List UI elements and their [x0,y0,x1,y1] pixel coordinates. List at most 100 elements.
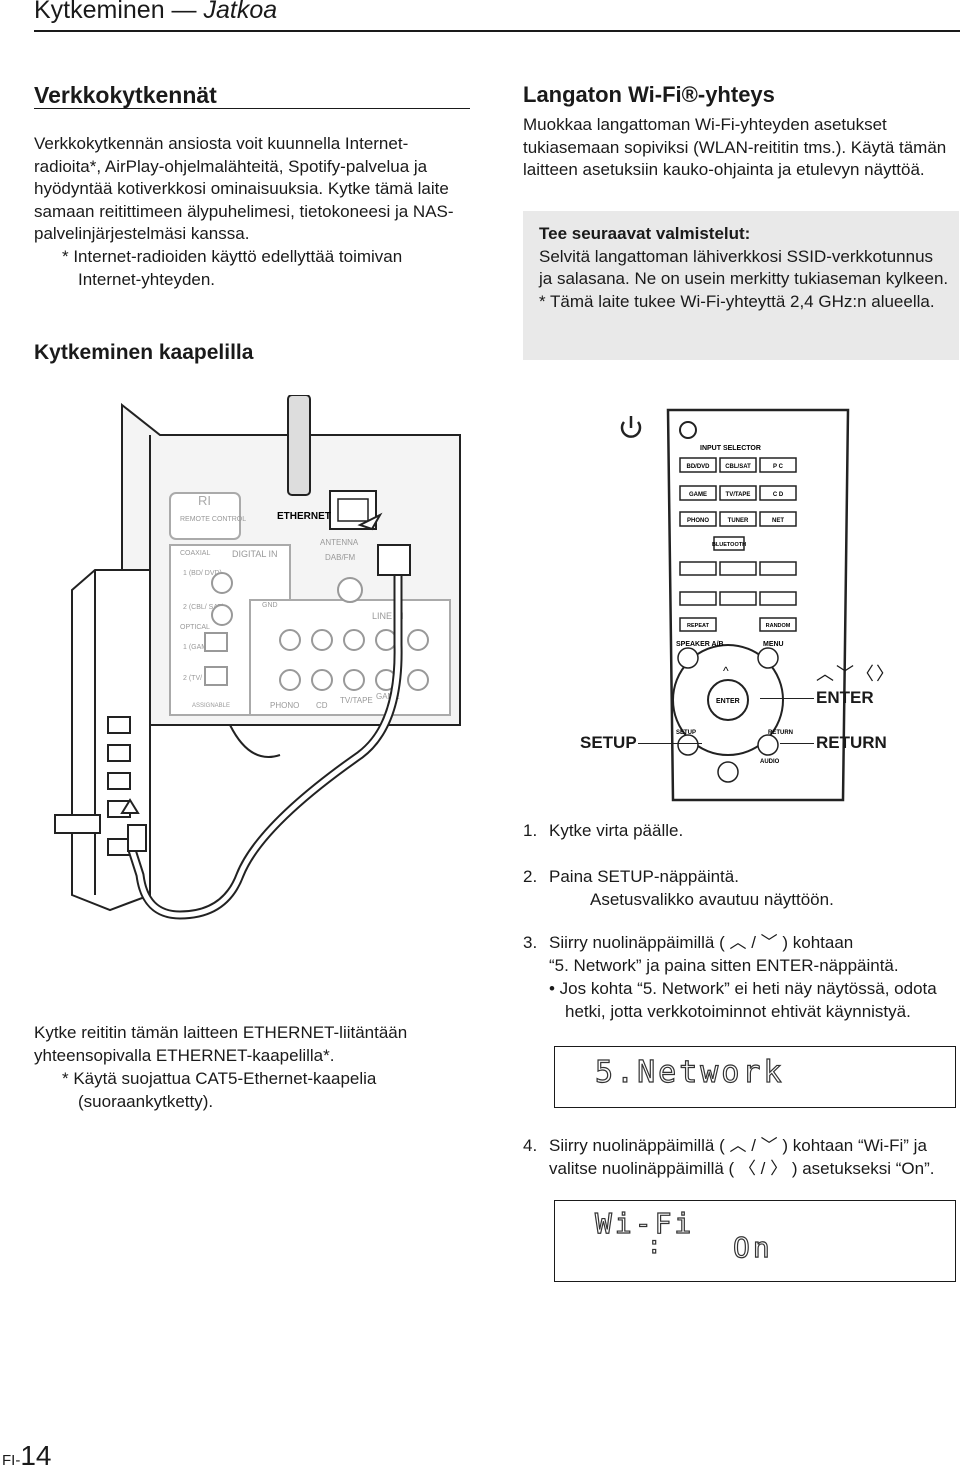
lcd-wifi-value: On [732,1230,773,1264]
return-leader-line [780,743,814,744]
arrow-keys-icon: ︿﹀〈〉 [816,664,896,684]
setup-callout: SETUP [580,733,637,752]
section-rule [34,108,470,109]
transport-button[interactable] [679,591,717,606]
phono-label: PHONO [270,701,299,710]
coaxial-label: COAXIAL [180,550,210,557]
tvtape-label: TV/TAPE [340,696,373,705]
remote-button-label: TV/TAPE [726,492,751,498]
cable-plug [127,544,411,852]
rca-jacks [204,572,429,691]
remote-button-label: CBL/SAT [725,464,751,470]
remote-button-bluetooth[interactable] [713,536,745,551]
remote-button-cblsat[interactable] [719,457,757,473]
setup-small-label: SETUP [676,730,696,736]
preparation-text: Selvitä langattoman lähiverkkosi SSID-ve… [539,246,949,289]
remote-button-label: C D [773,492,784,498]
network-intro: Verkkokytkennän ansiosta voit kuunnella … [34,134,454,243]
step-2-detail: Asetusvalikko avautuu näyttöön. [590,890,834,909]
antenna [287,395,311,496]
assignable-label: ASSIGNABLE [192,703,230,709]
network-note: * Internet-radioiden käyttö edellyttää t… [62,247,403,289]
bddvd-input-label: 1 (BD/ DVD) [183,570,222,577]
lcd-network-text: 5.Network [594,1054,785,1090]
section-heading-wifi: Langaton Wi-Fi®-yhteys [523,82,775,107]
enter-leader-line [760,698,814,699]
antenna-label: ANTENNA [320,538,359,547]
remote-button-random[interactable] [759,617,797,632]
enter-button-label: ENTER [716,698,740,705]
step-4: 4.Siirry nuolinäppäimillä ( ︿ / ﹀ ) koht… [523,1136,927,1155]
remote-button-tuner[interactable] [719,511,757,527]
cable-caption-note: * Käytä suojattua CAT5-Ethernet-kaapelia… [62,1069,377,1111]
power-icon [620,416,642,438]
lcd-network: 5.Network [554,1046,956,1108]
speaker-label: SPEAKER A/B [676,641,724,648]
game-label: GAME [376,692,400,701]
optical-label: OPTICAL [180,624,210,631]
setup-leader-line [638,743,702,744]
remote-button-bddvd[interactable] [679,457,717,473]
step-1: 1.Kytke virta päälle. [523,821,684,840]
preparation-note: * Tämä laite tukee Wi-Fi-yhteyttä 2,4 GH… [539,291,935,311]
remote-button-label: RANDOM [766,623,791,629]
remote-button-label: BD/DVD [686,464,710,470]
subheading-cable: Kytkeminen kaapelilla [34,341,254,364]
remote-button-cd[interactable] [759,485,797,501]
remote-button-pc[interactable] [759,457,797,473]
remote-button-label: TUNER [728,518,749,524]
input-selector-label: INPUT SELECTOR [700,445,761,452]
remote-button-tvtape[interactable] [719,485,757,501]
transport-button[interactable] [759,561,797,576]
remote-button-repeat[interactable] [679,617,717,632]
section-heading-network: Verkkokytkennät [34,82,217,108]
transport-button[interactable] [679,561,717,576]
gnd-label: GND [262,602,278,609]
audio-label: AUDIO [760,759,780,765]
remote-control-label: REMOTE CONTROL [180,516,246,523]
step-3: 3.Siirry nuolinäppäimillä ( ︿ / ﹀ ) koht… [523,933,854,952]
enter-callout: ENTER [816,688,874,707]
return-small-label: RETURN [768,730,793,736]
connection-diagram: ETHERNET RI REMOTE CONTROL ANTENNA DAB/F… [54,395,461,920]
header-rule [34,30,960,32]
line-in-label: LINE IN [372,611,404,621]
return-callout: RETURN [816,733,887,752]
preparation-box: Tee seuraavat valmistelut: Selvitä langa… [523,211,959,360]
ri-label: RI [198,493,211,508]
remote-button-phono[interactable] [679,511,717,527]
remote-button-label: GAME [689,492,707,498]
page-header: Kytkeminen — Jatkoa [0,0,960,32]
cblsat-input-label: 2 (CBL/ SAT) [183,604,224,611]
insert-arrows [120,512,383,814]
lcd-wifi-label: Wi-Fi [594,1206,695,1240]
lcd-wifi: Wi-Fi : On [554,1200,956,1282]
remote-button-label: BLUETOOTH [712,542,746,548]
dab-label: DAB/FM [325,553,356,562]
menu-label: MENU [763,641,784,648]
page-title: Kytkeminen — Jatkoa [34,0,278,24]
wifi-intro: Muokkaa langattoman Wi-Fi-yhteyden asetu… [523,115,947,179]
transport-button[interactable] [759,591,797,606]
preparation-title: Tee seuraavat valmistelut: [539,224,751,243]
transport-button[interactable] [719,561,757,576]
remote-button-label: PHONO [687,518,709,524]
lcd-wifi-colon: : [646,1230,665,1259]
enter-button[interactable] [707,679,749,721]
ethernet-port [329,490,377,530]
remote-button-net[interactable] [759,511,797,527]
game-input-label: 1 (GAME) [183,644,214,651]
step-4-detail: valitse nuolinäppäimillä ( 〈 / 〉 ) asetu… [549,1159,935,1178]
transport-button[interactable] [719,591,757,606]
cd-label: CD [316,701,328,710]
step-3-target: “5. Network” ja paina sitten ENTER-näppä… [549,956,899,975]
step-3-note: • Jos kohta “5. Network” ei heti näy näy… [549,979,937,1021]
ethernet-label: ETHERNET [277,511,331,522]
remote-button-game[interactable] [679,485,717,501]
remote-button-label: REPEAT [687,623,710,629]
up-arrow-icon: ^ [723,664,729,678]
page-number: FI-14 [2,1440,52,1471]
cable-caption: Kytke reititin tämän laitteen ETHERNET-l… [34,1023,408,1065]
tvtape-input-label: 2 (TV/ TAPE) [183,675,224,682]
